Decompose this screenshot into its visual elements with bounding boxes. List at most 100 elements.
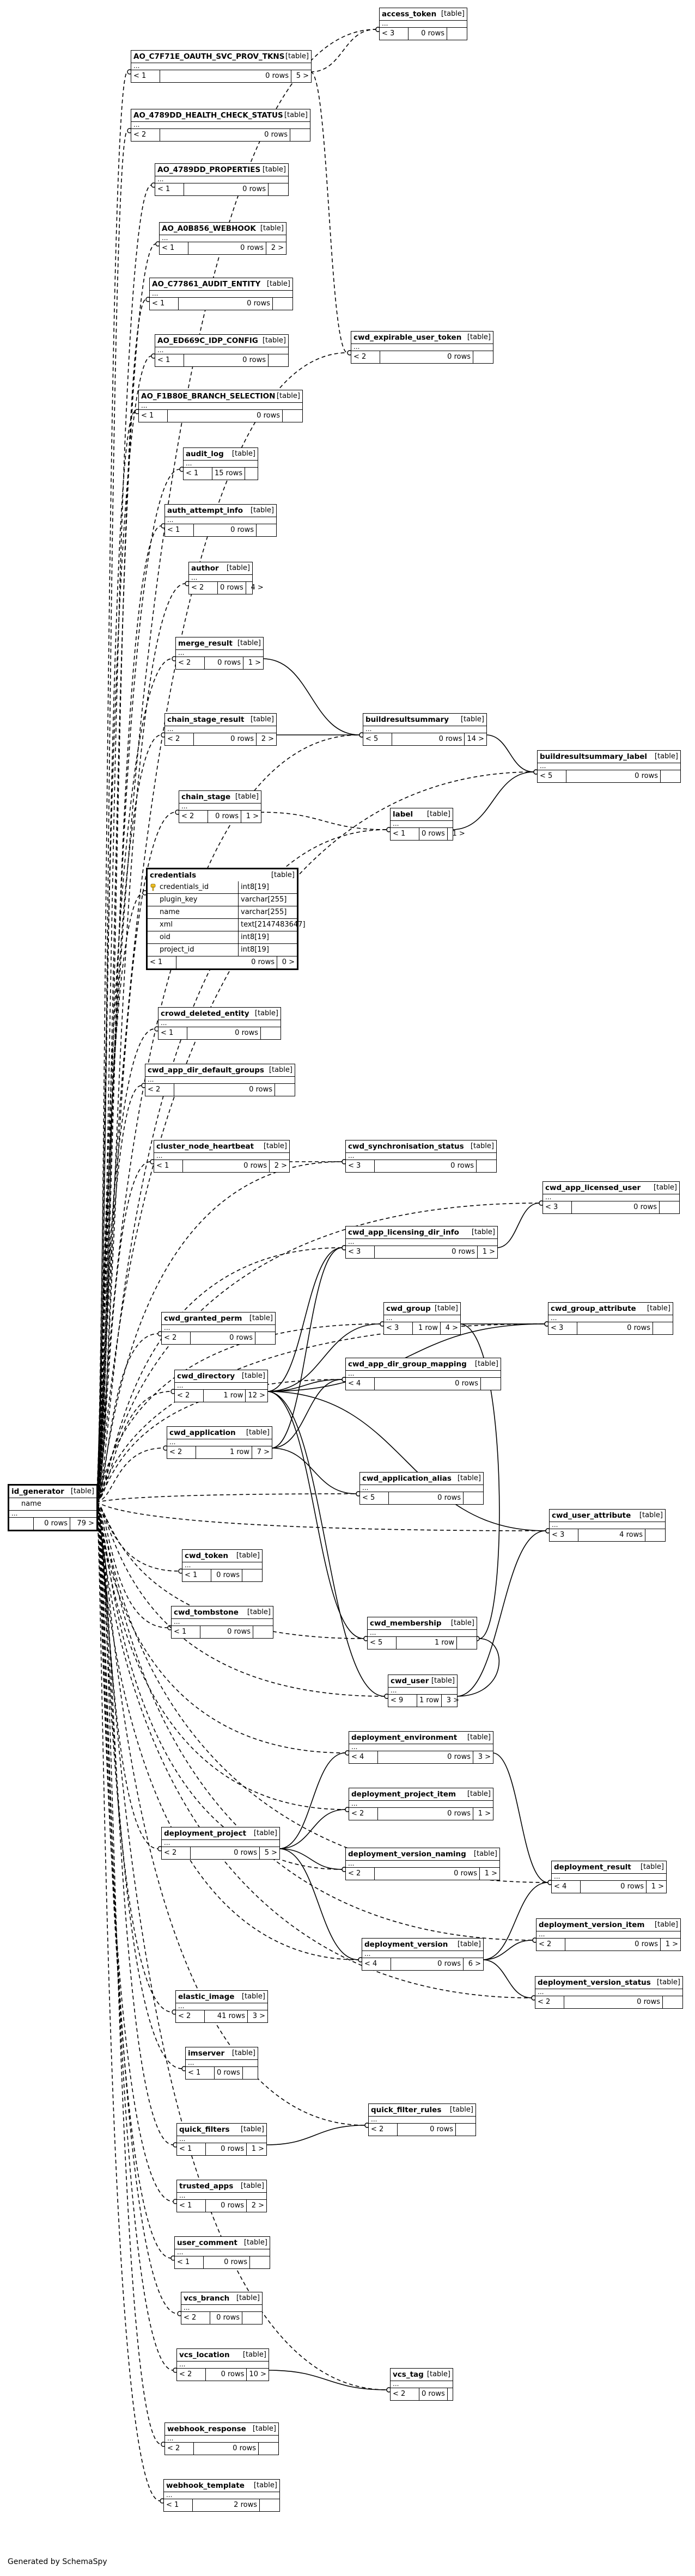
parents-count: < 2 <box>181 812 194 820</box>
parents-count: < 1 <box>162 244 175 252</box>
table-tag: [table] <box>640 1863 664 1871</box>
parents-count: < 3 <box>348 1162 361 1170</box>
table-name: author <box>191 564 219 573</box>
row-count: 0 rows <box>205 2200 246 2212</box>
table-tag: [table] <box>260 224 284 232</box>
ellipsis: ... <box>176 2003 267 2010</box>
parents-count: < 1 <box>166 2501 179 2509</box>
parents-count: < 4 <box>554 1882 567 1891</box>
table-id-generator[interactable]: id_generator [table] name ... 0 rows 79 … <box>8 1484 98 1531</box>
ellipsis: ... <box>360 1485 483 1492</box>
parents-count: < 2 <box>167 735 180 743</box>
column-name: credentials_id <box>148 881 239 893</box>
parents-count: < 2 <box>191 584 204 592</box>
parents-count: < 1 <box>186 469 199 477</box>
children-count: 1 > <box>243 657 263 669</box>
table-tag: [table] <box>467 333 491 341</box>
relation-line <box>452 771 534 830</box>
implied-relation-line <box>95 658 173 1502</box>
table-name: quick_filters <box>179 2125 230 2134</box>
relation-line <box>310 29 376 72</box>
table-name: AO_C77861_AUDIT_ENTITY <box>152 280 261 289</box>
ellipsis: ... <box>538 763 680 770</box>
relation-line <box>459 1323 500 1639</box>
implied-relation-line <box>95 1502 179 1572</box>
column-name: name <box>148 906 239 918</box>
table-header: cwd_app_licensing_dir_info[table] <box>346 1226 497 1238</box>
ellipsis: ... <box>552 1873 666 1880</box>
parents-count: < 1 <box>188 2069 201 2077</box>
relation-line <box>262 658 360 735</box>
table-ao-c7f71e-oauth-svc-prov-tkns[interactable]: AO_C7F71E_OAUTH_SVC_PROV_TKNS[table]...<… <box>131 50 312 83</box>
table-name: deployment_environment <box>351 1733 458 1742</box>
table-tag: [table] <box>241 1992 265 2001</box>
table-ao-4789dd-health-check-status[interactable]: AO_4789DD_HEALTH_CHECK_STATUS[table]...<… <box>131 109 310 142</box>
table-header: quick_filter_rules[table] <box>369 2104 475 2116</box>
table-tag: [table] <box>250 715 274 723</box>
table-tag: [table] <box>434 1304 458 1312</box>
table-header: quick_filters[table] <box>177 2124 266 2136</box>
table-header: vcs_branch[table] <box>181 2292 262 2304</box>
implied-relation-line <box>95 299 147 1504</box>
row-count: 0 rows <box>193 2443 258 2455</box>
parents-count: < 2 <box>164 1334 177 1342</box>
